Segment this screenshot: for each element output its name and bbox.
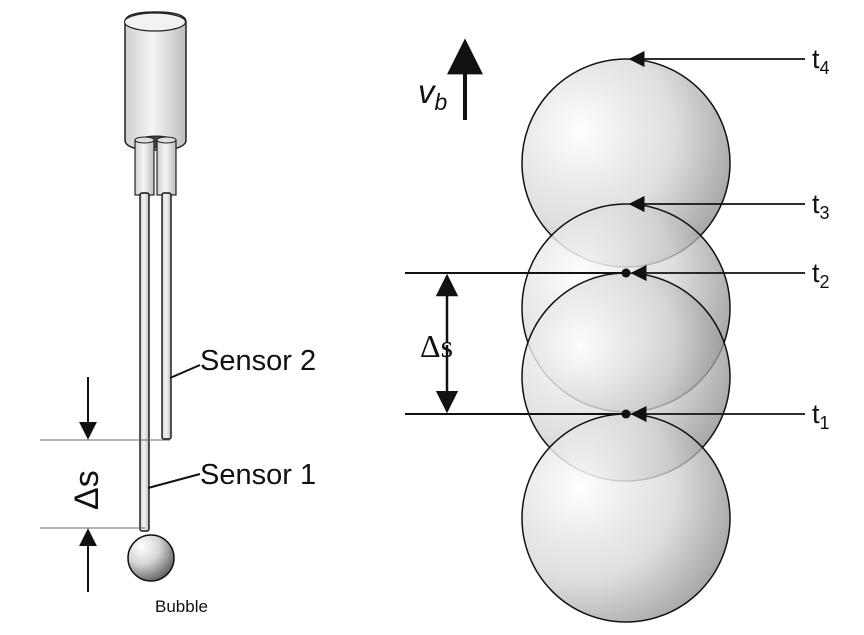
left-spacing-dimension: Δs bbox=[40, 377, 170, 592]
probe bbox=[123, 11, 187, 532]
sensor1-contact-dot bbox=[621, 409, 631, 419]
time-markers: t4 t3 t2 t1 bbox=[628, 44, 830, 433]
sensor1-leader bbox=[147, 473, 201, 489]
time-label-t4: t4 bbox=[812, 44, 830, 78]
bubble-label: Bubble bbox=[155, 597, 208, 616]
right-spacing-label: Δs bbox=[420, 328, 453, 364]
sensor2-sleeve bbox=[156, 139, 177, 196]
bubble-position-1 bbox=[521, 413, 731, 623]
left-spacing-label: Δs bbox=[68, 470, 106, 510]
sensor2-label: Sensor 2 bbox=[200, 345, 316, 377]
sensor2-leader bbox=[169, 364, 201, 379]
velocity-label: vb bbox=[418, 73, 448, 115]
sensor1-label: Sensor 1 bbox=[200, 459, 316, 491]
small-bubble bbox=[127, 534, 175, 582]
sensor2-contact-dot bbox=[621, 268, 631, 278]
time-label-t2: t2 bbox=[812, 258, 830, 292]
sensor1-wire bbox=[139, 192, 150, 532]
sensor1-sleeve bbox=[134, 139, 155, 196]
probe-holder bbox=[124, 11, 187, 151]
time-label-t1: t1 bbox=[812, 399, 830, 433]
bubble-sequence bbox=[521, 58, 731, 623]
sensor2-wire bbox=[161, 192, 172, 440]
time-label-t3: t3 bbox=[812, 189, 830, 223]
